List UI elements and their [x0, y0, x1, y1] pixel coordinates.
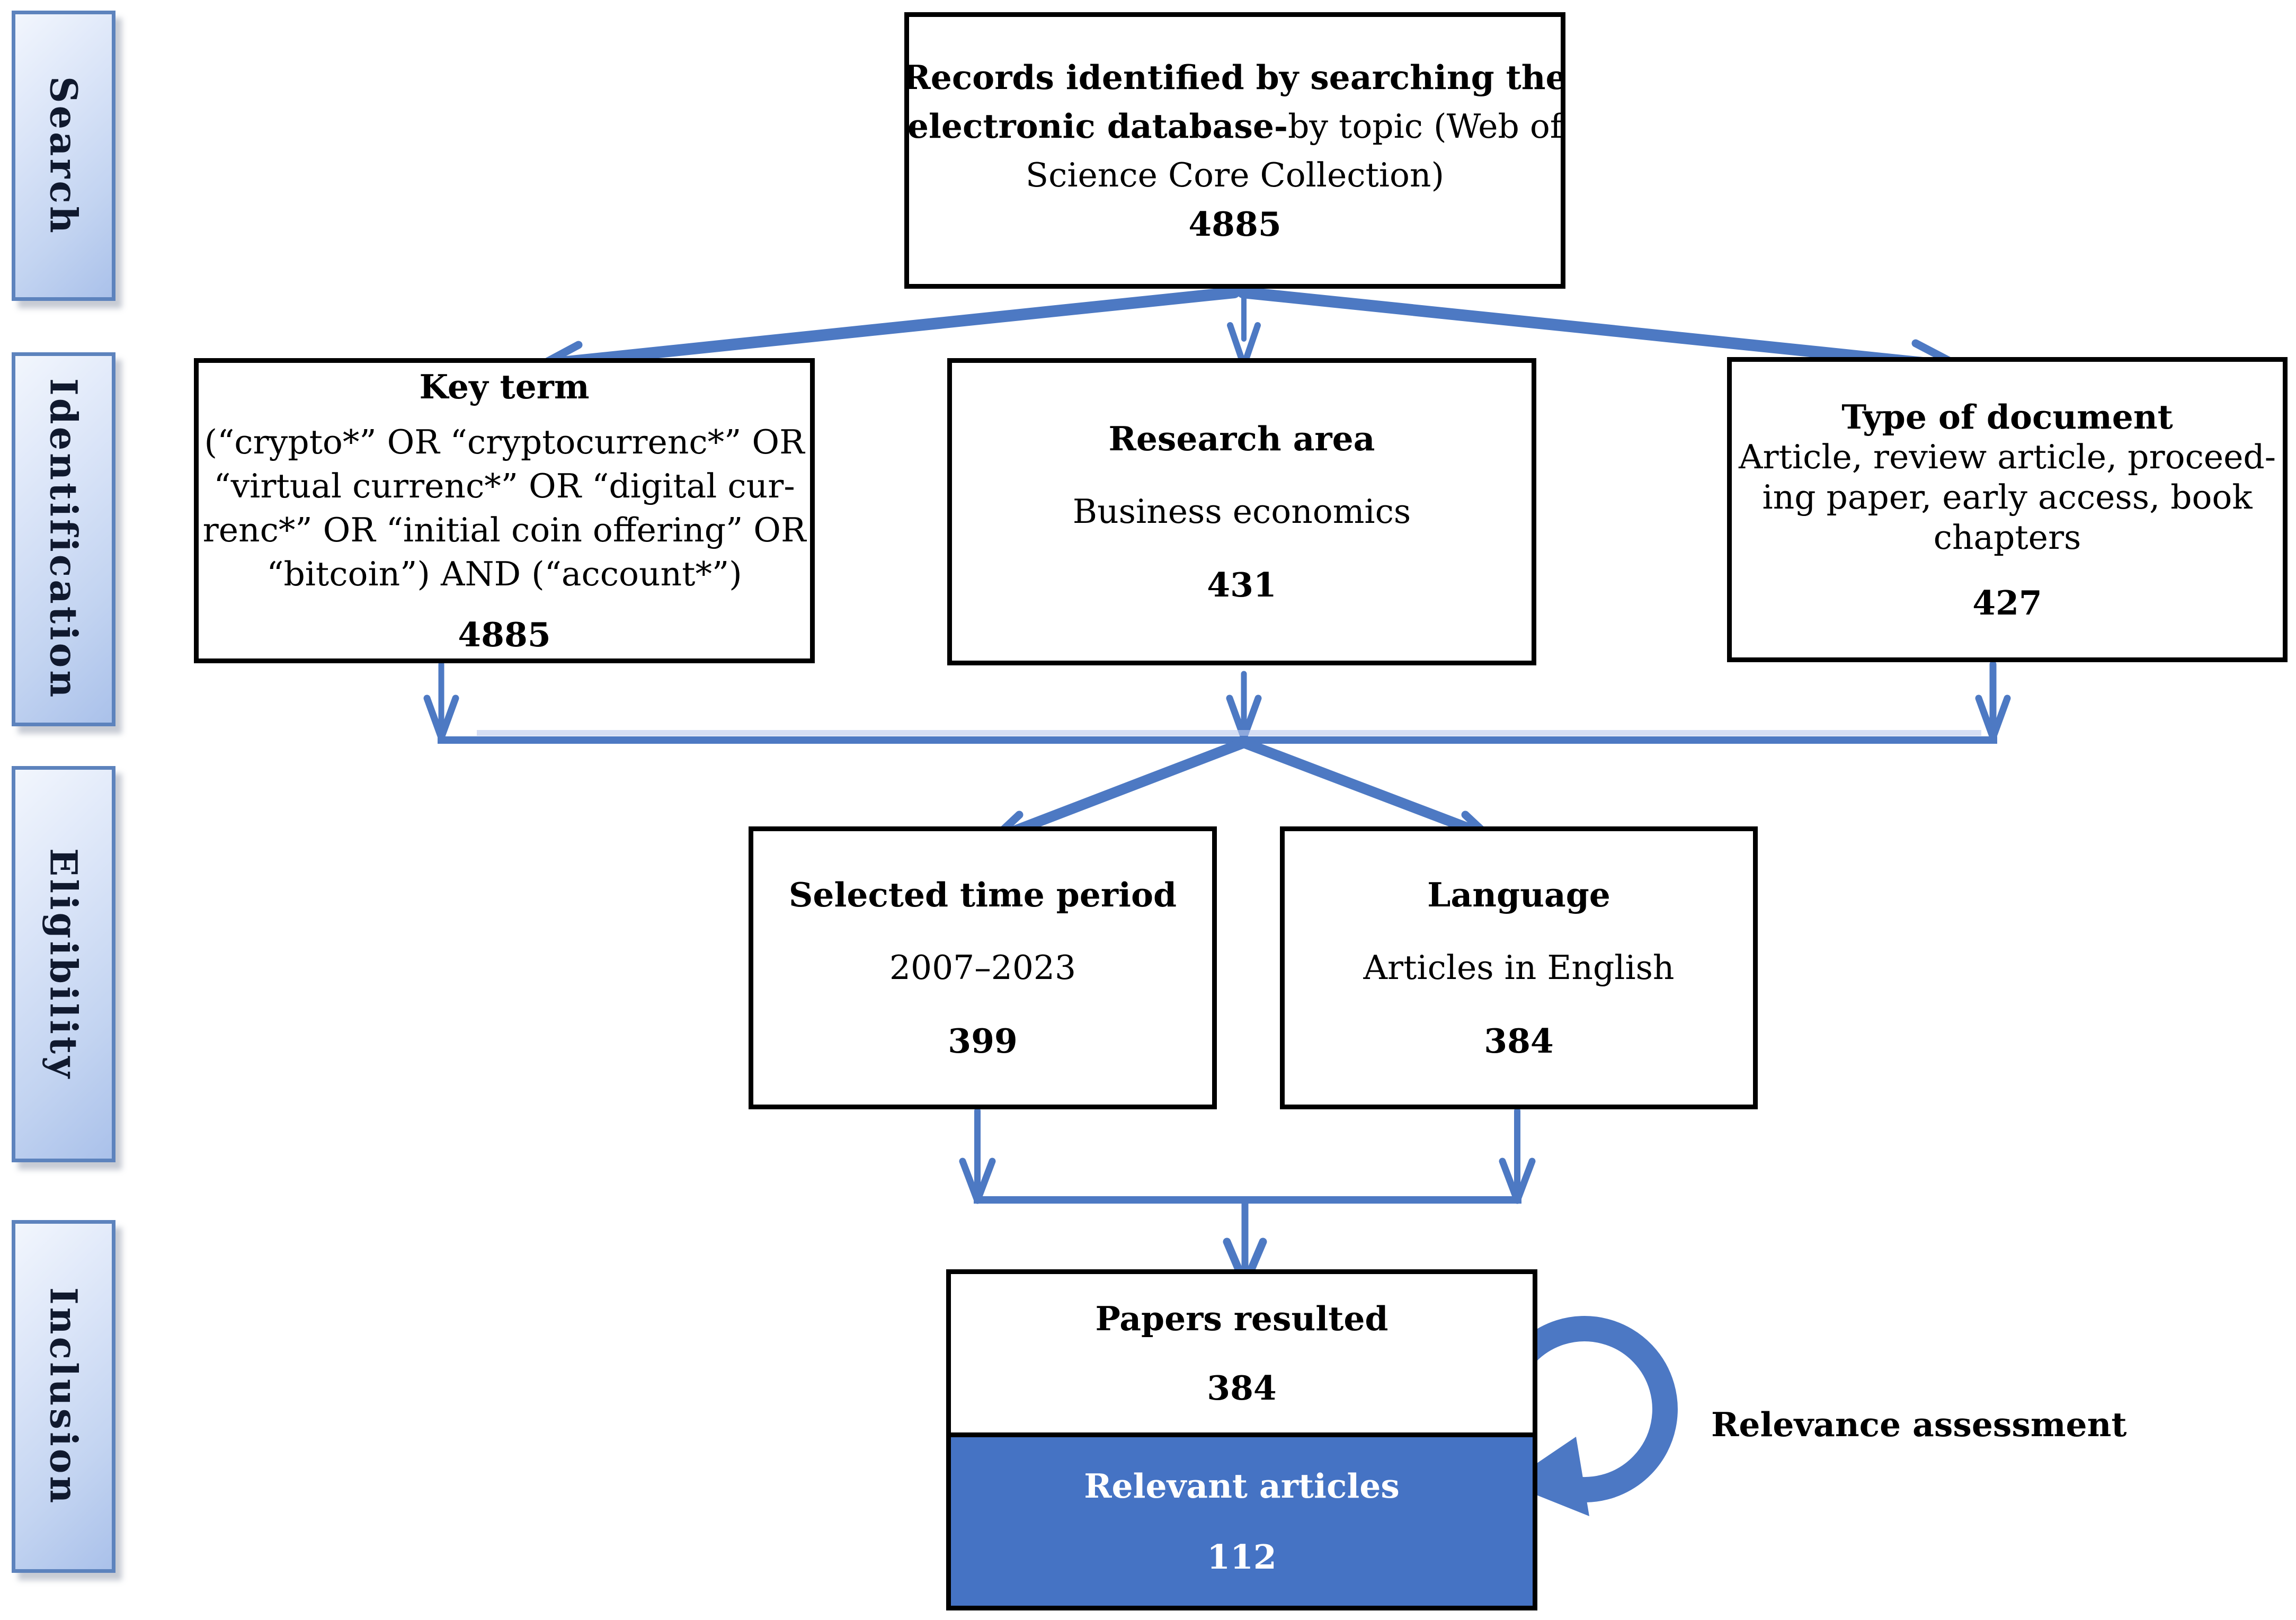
key-term-line: “bitcoin”) AND (“account*”) [266, 555, 742, 593]
records-line-2-regular: by topic (Web of [1288, 106, 1563, 146]
language-title: Language [1427, 875, 1610, 914]
box-selected-time-period: Selected time period 2007–2023 399 [749, 826, 1217, 1109]
box-research-area: Research area Business economics 431 [947, 358, 1536, 665]
arrow-language-down [1499, 1108, 1536, 1204]
research-area-title: Research area [1108, 419, 1375, 458]
time-period-count: 399 [948, 1021, 1018, 1061]
records-line-2: electronic database-by topic (Web of [907, 102, 1562, 151]
collector-bar-identification [438, 730, 1997, 744]
type-of-document-line: ing paper, early access, book [1762, 477, 2253, 517]
box-language: Language Articles in English 384 [1280, 826, 1758, 1109]
papers-resulted-count: 384 [1207, 1368, 1277, 1408]
phase-box-inclusion: Inclusion [12, 1220, 115, 1573]
relevant-articles-title: Relevant articles [1084, 1466, 1400, 1506]
phase-box-search: Search [12, 11, 115, 301]
papers-resulted-title: Papers resulted [1095, 1299, 1389, 1339]
box-papers-resulted: Papers resulted 384 Relevant articles 11… [946, 1269, 1537, 1610]
relevance-assessment-label: Relevance assessment [1711, 1405, 2127, 1444]
box-type-of-document: Type of document Article, review article… [1727, 357, 2288, 662]
language-body: Articles in English [1363, 948, 1675, 987]
language-count: 384 [1484, 1021, 1554, 1061]
phase-label-inclusion: Inclusion [41, 1287, 86, 1506]
records-line-3: Science Core Collection) [1025, 155, 1445, 194]
box-key-term: Key term (“crypto*” OR “cryptocurrenc*” … [194, 358, 815, 663]
type-of-document-title: Type of document [1841, 397, 2173, 437]
records-line-2-bold: electronic database- [907, 106, 1288, 146]
relevant-articles-section: Relevant articles 112 [951, 1432, 1533, 1606]
phase-box-eligibility: Eligibility [12, 766, 115, 1162]
type-of-document-line: chapters [1933, 518, 2081, 557]
arrow-typedoc-down [1975, 661, 2011, 741]
type-of-document-line: Article, review article, proceed- [1739, 437, 2276, 476]
arrow-records-to-research [1227, 290, 1261, 369]
key-term-line: (“crypto*” OR “cryptocurrenc*” OR [204, 423, 805, 461]
merge-bar-eligibility [974, 1196, 1521, 1204]
key-term-line: “virtual currenc*” OR “digital cur- [213, 467, 795, 505]
phase-label-eligibility: Eligibility [41, 848, 86, 1081]
phase-box-identification: Identification [12, 352, 115, 726]
key-term-title: Key term [419, 367, 590, 406]
relevant-articles-count: 112 [1207, 1537, 1277, 1577]
arrow-keyterm-down [423, 661, 459, 741]
box-records-identified: Records identified by searching the elec… [903, 12, 1567, 289]
arrow-timeperiod-down [959, 1108, 996, 1204]
arrow-research-down [1226, 671, 1262, 741]
records-count: 4885 [1188, 204, 1282, 244]
research-area-body: Business economics [1072, 492, 1411, 531]
time-period-title: Selected time period [788, 875, 1177, 914]
papers-resulted-section: Papers resulted 384 [951, 1274, 1533, 1432]
phase-label-search: Search [41, 76, 86, 236]
records-line-1: Records identified by searching the [903, 57, 1567, 97]
phase-label-identification: Identification [41, 378, 86, 700]
key-term-count: 4885 [458, 615, 551, 654]
type-of-document-count: 427 [1972, 583, 2042, 622]
time-period-body: 2007–2023 [889, 948, 1076, 987]
key-term-line: renc*” OR “initial coin offering” OR [202, 511, 806, 549]
research-area-count: 431 [1207, 565, 1277, 605]
